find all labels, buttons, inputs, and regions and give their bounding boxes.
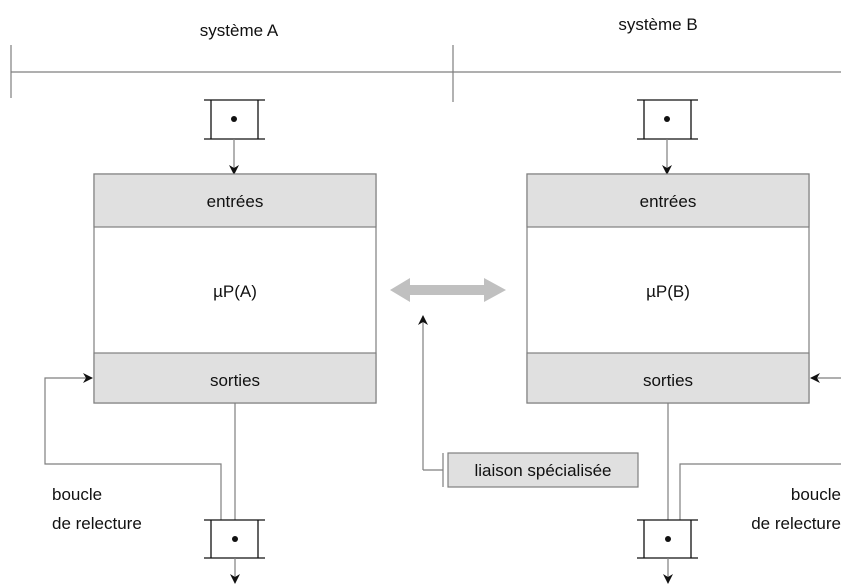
system-a-title: système A bbox=[200, 21, 279, 40]
link-double-arrow bbox=[390, 278, 506, 302]
system-b-readback-loop bbox=[679, 463, 841, 520]
system-a-loop-label-line2: de relecture bbox=[52, 514, 142, 533]
system-b-output-symbol bbox=[637, 519, 698, 559]
system-b-input-symbol bbox=[637, 99, 698, 140]
system-b: entrées µP(B) sorties boucle de relectur… bbox=[526, 99, 841, 584]
system-b-title: système B bbox=[618, 15, 697, 34]
system-b-inputs-label: entrées bbox=[640, 192, 697, 211]
link-label: liaison spécialisée bbox=[474, 461, 611, 480]
system-a: entrées µP(A) sorties boucle de relectur… bbox=[44, 99, 377, 584]
system-a-processor-label: µP(A) bbox=[213, 282, 257, 301]
system-b-processor-label: µP(B) bbox=[646, 282, 690, 301]
system-a-inputs-label: entrées bbox=[207, 192, 264, 211]
link-label-box bbox=[447, 452, 639, 488]
system-a-outputs-band bbox=[93, 352, 377, 404]
system-a-loop-label-line1: boucle bbox=[52, 485, 102, 504]
system-bus bbox=[10, 45, 841, 102]
system-a-inputs-band bbox=[93, 173, 377, 228]
system-a-input-symbol bbox=[204, 99, 265, 140]
link-callout: liaison spécialisée bbox=[418, 315, 639, 488]
system-b-outputs-label: sorties bbox=[643, 371, 693, 390]
system-a-outputs-label: sorties bbox=[210, 371, 260, 390]
system-b-loop-label-line2: de relecture bbox=[751, 514, 841, 533]
system-b-loop-label-line1: boucle bbox=[791, 485, 841, 504]
system-b-outputs-band bbox=[526, 352, 810, 404]
system-a-output-symbol bbox=[204, 519, 265, 559]
system-a-readback-loop bbox=[44, 373, 222, 520]
system-b-inputs-band bbox=[526, 173, 810, 228]
